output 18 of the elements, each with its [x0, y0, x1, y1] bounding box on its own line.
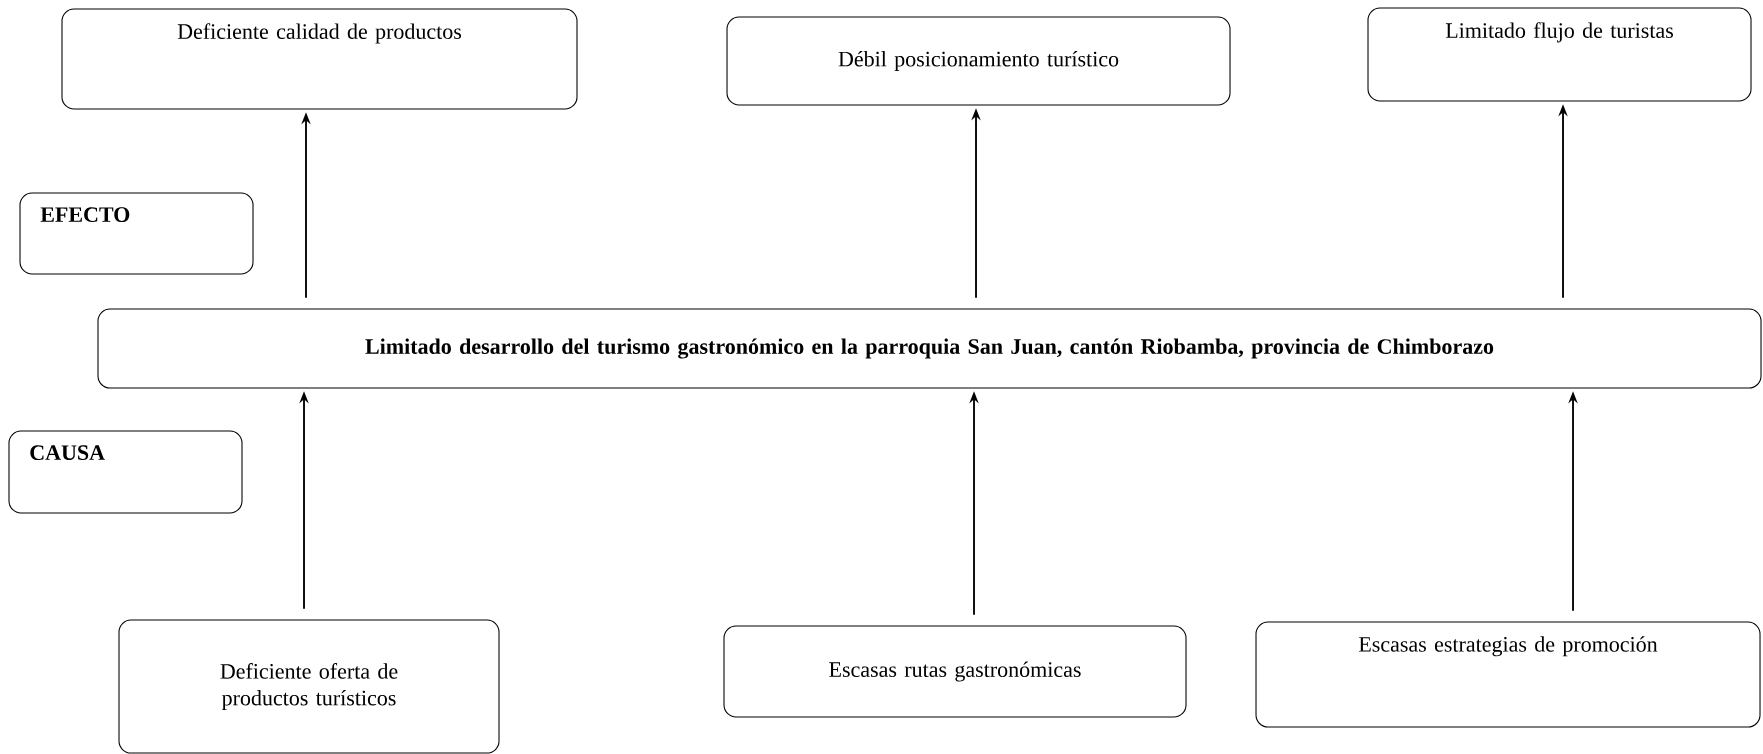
node-label: Escasas rutas gastronómicas: [829, 661, 1081, 682]
node-label: EFECTO: [40, 207, 130, 223]
node-label: Escasas estrategias de promoción: [1358, 636, 1658, 657]
node-label: Limitado flujo de turistas: [1445, 22, 1673, 43]
label-box: [8, 430, 243, 514]
node-label: Débil posicionamiento turístico: [838, 51, 1119, 71]
text-box: [61, 8, 578, 110]
node-label: Deficiente oferta de productos turísticos: [220, 663, 398, 710]
node-label: CAUSA: [30, 445, 105, 461]
label-box: [19, 192, 254, 275]
text-box: [1255, 621, 1761, 728]
text-box: [97, 308, 1762, 389]
node-label: Limitado desarrollo del turismo gastronómico en la parroquia San Juan, cantón Riobamba, provincia de Chimborazo: [365, 338, 1494, 359]
text-box: [118, 619, 500, 754]
node-label: Deficiente calidad de productos: [177, 23, 462, 44]
text-box: [726, 16, 1231, 106]
text-box: [723, 625, 1187, 718]
text-box: [1367, 7, 1752, 102]
